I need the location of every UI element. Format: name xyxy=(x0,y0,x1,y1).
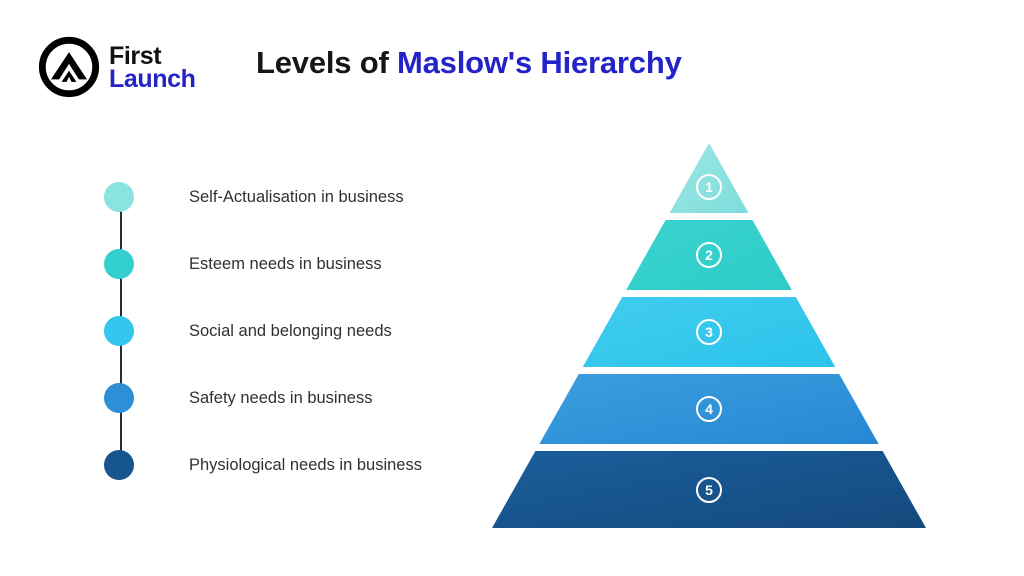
pyramid-level: 5 xyxy=(492,451,926,528)
brand-logo: First Launch xyxy=(38,36,196,98)
logo-wordmark: First Launch xyxy=(109,42,196,93)
list-item-label: Esteem needs in business xyxy=(189,254,382,273)
timeline-dot-icon xyxy=(104,383,134,413)
page-title: Levels of Maslow's Hierarchy xyxy=(256,45,682,81)
pyramid-level-number-badge: 1 xyxy=(696,174,722,200)
pyramid-level-number-badge: 3 xyxy=(696,319,722,345)
pyramid-level-number-badge: 4 xyxy=(696,396,722,422)
pyramid-level: 2 xyxy=(492,220,926,290)
pyramid-level-number-badge: 5 xyxy=(696,476,722,503)
list-item: Safety needs in business xyxy=(104,381,372,415)
pyramid-level-number-badge: 2 xyxy=(696,242,722,268)
page-title-plain: Levels of xyxy=(256,45,397,80)
mountain-in-circle-logo-icon xyxy=(38,36,100,98)
pyramid-level: 4 xyxy=(492,374,926,444)
list-item: Esteem needs in business xyxy=(104,247,382,281)
pyramid-level: 3 xyxy=(492,297,926,367)
pyramid-level: 1 xyxy=(492,143,926,213)
timeline-dot-icon xyxy=(104,249,134,279)
list-item-label: Safety needs in business xyxy=(189,388,373,407)
timeline-dot-icon xyxy=(104,450,134,480)
list-item: Self-Actualisation in business xyxy=(104,180,404,214)
list-item-label: Physiological needs in business xyxy=(189,455,422,474)
list-item-label: Self-Actualisation in business xyxy=(189,187,404,206)
timeline-dot-icon xyxy=(104,182,134,212)
logo-text-launch: Launch xyxy=(109,65,196,93)
list-item: Physiological needs in business xyxy=(104,448,422,482)
page-title-accent: Maslow's Hierarchy xyxy=(397,45,682,80)
timeline-dot-icon xyxy=(104,316,134,346)
list-item-label: Social and belonging needs xyxy=(189,321,392,340)
logo-text-first: First xyxy=(109,42,162,70)
maslow-pyramid-chart: 1 2 3 4 5 xyxy=(492,143,926,528)
list-item: Social and belonging needs xyxy=(104,314,392,348)
